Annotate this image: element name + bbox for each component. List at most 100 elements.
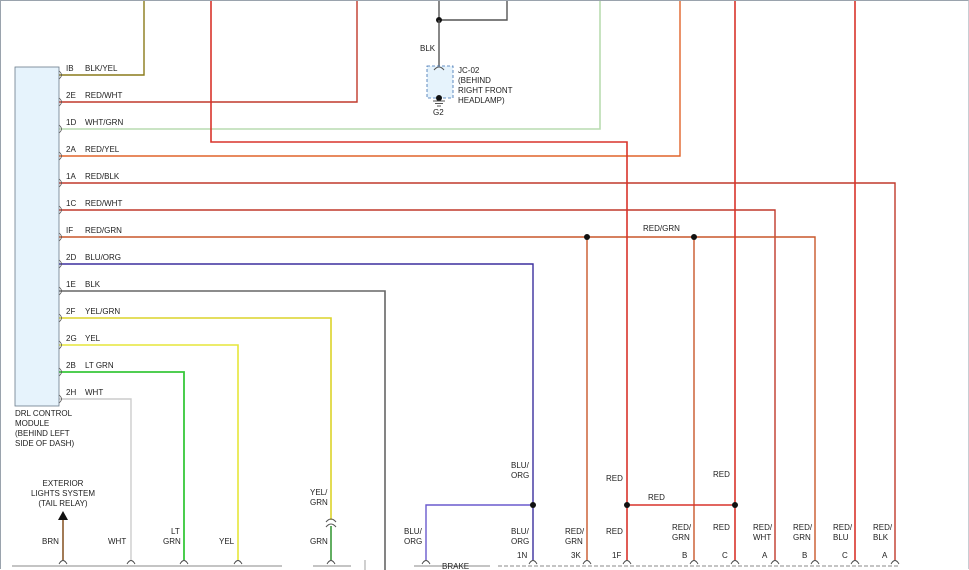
pin-connector-icon — [58, 70, 62, 80]
bottom-label-redblu-c: RED/ — [833, 523, 853, 532]
terminal-symbol-icon — [179, 560, 189, 565]
arrow-up-icon — [58, 511, 68, 520]
wire-1e-blk — [59, 290, 386, 570]
terminal-label: A — [762, 551, 768, 560]
pin-id: 1D — [66, 118, 76, 127]
splice-dot-blu-org — [530, 502, 536, 508]
bottom-label-redgrn-3k: GRN — [565, 537, 583, 546]
bottom-label-grn: GRN — [310, 537, 328, 546]
bottom-label-redwht-a: RED/ — [753, 523, 773, 532]
bottom-label-redgrn-b2: GRN — [793, 533, 811, 542]
pin-id: 1E — [66, 280, 76, 289]
pin-id: 2B — [66, 361, 76, 370]
ground-location-line: RIGHT FRONT — [458, 86, 513, 95]
pin-wire-color: BLK/YEL — [85, 64, 118, 73]
connector-fork-icon — [433, 66, 445, 71]
splice-dot-red-1 — [624, 502, 630, 508]
pin-connector-icon — [58, 151, 62, 161]
pin-connector-icon — [58, 286, 62, 296]
pin-wire-color: RED/GRN — [85, 226, 122, 235]
bottom-label-bluorg-right: ORG — [511, 537, 529, 546]
pin-connector-icon — [58, 232, 62, 242]
pin-connector-icon — [58, 394, 62, 404]
bottom-label-ltgrn: GRN — [163, 537, 181, 546]
terminal-symbol-icon — [126, 560, 136, 565]
bottom-label-wht: WHT — [108, 537, 126, 546]
wire-2b-lt-grn — [59, 371, 185, 560]
ground-location-line: (BEHIND — [458, 76, 491, 85]
bottom-label-ltgrn: LT — [171, 527, 180, 536]
ground-symbol-icon — [433, 100, 445, 107]
exterior-line: LIGHTS SYSTEM — [31, 489, 95, 498]
wire-2d-blu-org — [59, 263, 534, 560]
pin-wire-color: RED/WHT — [85, 91, 122, 100]
terminal-label: 3K — [571, 551, 581, 560]
pin-connector-icon — [58, 340, 62, 350]
wire-1d-wht-grn — [59, 0, 601, 130]
pin-id: 2D — [66, 253, 76, 262]
bottom-label-red-1f: RED — [606, 527, 623, 536]
wire-blu-org-branch — [425, 504, 533, 560]
terminal-symbol-icon — [689, 560, 699, 565]
red-mid-label: RED — [648, 493, 665, 502]
red-grn-bus-label: RED/GRN — [643, 224, 680, 233]
wire-1a-red-blk — [59, 182, 896, 560]
terminal-symbol-icon — [582, 560, 592, 565]
pin-id: 2H — [66, 388, 76, 397]
bottom-terminal-symbols — [58, 560, 900, 565]
pin-connector-icon — [58, 259, 62, 269]
terminal-label: B — [682, 551, 687, 560]
pin-id: IF — [66, 226, 73, 235]
red-right-label: RED — [713, 470, 730, 479]
terminal-symbol-icon — [326, 560, 336, 565]
wire-2h-wht — [59, 398, 132, 560]
bottom-label-bluorg-left: BLU/ — [404, 527, 423, 536]
pin-id: IB — [66, 64, 74, 73]
terminal-symbol-icon — [58, 560, 68, 565]
pin-id: 2F — [66, 307, 75, 316]
pin-wire-color: YEL/GRN — [85, 307, 120, 316]
module-label-line: DRL CONTROL — [15, 409, 73, 418]
splice-dot-red-grn-1 — [584, 234, 590, 240]
bottom-label-red-c: RED — [713, 523, 730, 532]
terminal-symbol-icon — [233, 560, 243, 565]
module-label-line: (BEHIND LEFT — [15, 429, 70, 438]
splice-dot-red-2 — [732, 502, 738, 508]
wire-ground-top — [438, 0, 508, 21]
pin-id: 2A — [66, 145, 76, 154]
bottom-label-bluorg-right: BLU/ — [511, 527, 530, 536]
bottom-label-redgrn-3k: RED/ — [565, 527, 585, 536]
wire-2a-red-yel — [59, 0, 681, 157]
exterior-line: (TAIL RELAY) — [38, 499, 88, 508]
terminal-symbol-icon — [770, 560, 780, 565]
pin-wire-color: RED/BLK — [85, 172, 120, 181]
wire-2e-red-wht — [59, 0, 358, 103]
pin-wire-color: YEL — [85, 334, 101, 343]
terminal-label: 1F — [612, 551, 621, 560]
terminal-label: A — [882, 551, 888, 560]
pin-wire-color: BLK — [85, 280, 101, 289]
wire-2f-yel-grn — [59, 317, 332, 520]
exterior-lights-label: EXTERIOR LIGHTS SYSTEM (TAIL RELAY) — [31, 479, 95, 508]
ground-labels: BLK JC-02 (BEHIND RIGHT FRONT HEADLAMP) … — [420, 44, 513, 117]
terminal-symbol-icon — [622, 560, 632, 565]
blu-org-mid-label: ORG — [511, 471, 529, 480]
bottom-wire-labels: BRN WHT LT GRN YEL GRN BLU/ ORG BLU/ ORG… — [42, 523, 893, 546]
pin-connector-icon — [58, 205, 62, 215]
terminal-label: B — [802, 551, 807, 560]
terminal-labels: 1N 3K 1F B C A B C A BRAKE — [442, 551, 888, 570]
wire-2g-yel — [59, 344, 239, 560]
module-label-line: SIDE OF DASH) — [15, 439, 74, 448]
pin-wire-color: RED/YEL — [85, 145, 120, 154]
terminal-symbol-icon — [421, 560, 431, 565]
terminal-label: C — [842, 551, 848, 560]
module-label-line: MODULE — [15, 419, 49, 428]
bottom-label-redblu-c: BLU — [833, 533, 849, 542]
pin-id: 1C — [66, 199, 76, 208]
pin-wire-color: LT GRN — [85, 361, 114, 370]
exterior-line: EXTERIOR — [43, 479, 84, 488]
terminal-symbol-icon — [850, 560, 860, 565]
yel-grn-label: YEL/ — [310, 488, 328, 497]
wire-1f-red-grn — [59, 236, 816, 560]
